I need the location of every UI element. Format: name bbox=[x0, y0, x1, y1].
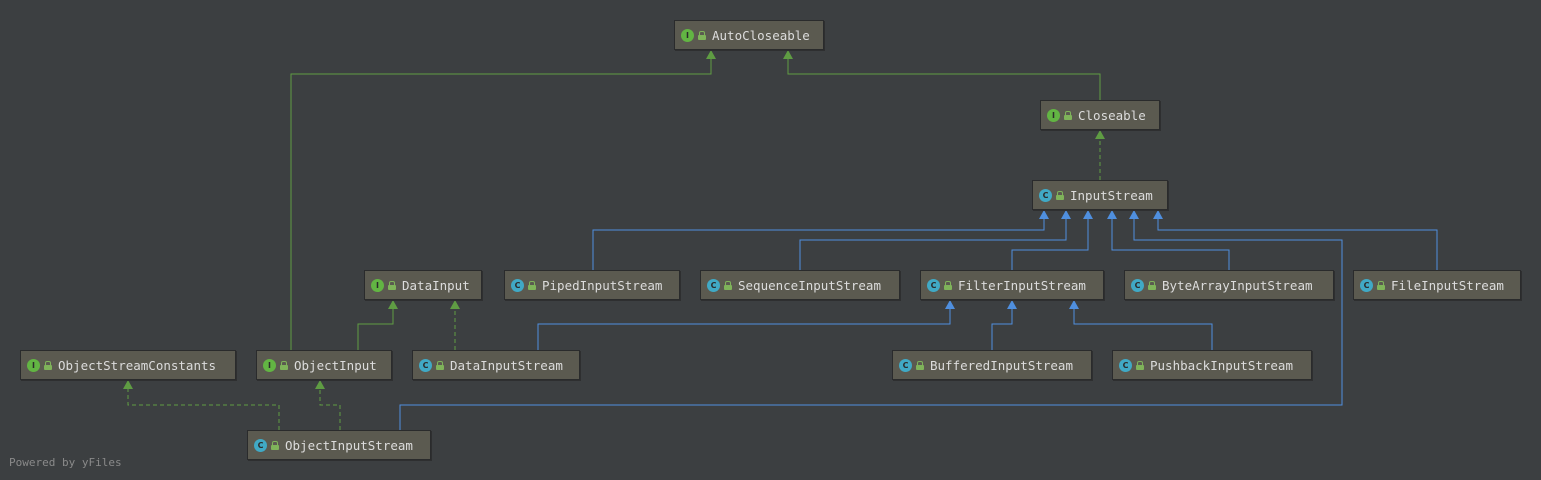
node-datainput[interactable]: I DataInput bbox=[364, 270, 482, 300]
edge-objectinputstream-objectstreamconstants-arrowhead bbox=[123, 380, 133, 389]
class-icon: C bbox=[419, 358, 432, 372]
class-icon: C bbox=[1360, 278, 1373, 292]
node-bufferedinputstream[interactable]: C BufferedInputStream bbox=[892, 350, 1092, 380]
node-bytearrayinputstream[interactable]: C ByteArrayInputStream bbox=[1124, 270, 1334, 300]
class-icon: C bbox=[707, 278, 720, 292]
abstract-class-icon: C bbox=[1039, 188, 1052, 202]
class-icon: C bbox=[927, 278, 940, 292]
node-label: PushbackInputStream bbox=[1150, 357, 1293, 373]
lock-icon bbox=[44, 360, 52, 370]
node-label: DataInput bbox=[402, 277, 470, 293]
edge-fileinputstream-inputstream bbox=[1157, 219, 1438, 270]
powered-by-footer: Powered by yFiles bbox=[9, 456, 122, 469]
node-datainputstream[interactable]: C DataInputStream bbox=[412, 350, 580, 380]
lock-icon bbox=[436, 360, 444, 370]
lock-icon bbox=[916, 360, 924, 370]
edge-sequenceinputstream-inputstream bbox=[799, 219, 1067, 270]
node-inputstream[interactable]: C InputStream bbox=[1032, 180, 1168, 210]
edge-pipedinputstream-inputstream bbox=[592, 219, 1045, 270]
interface-icon: I bbox=[1047, 108, 1060, 122]
class-icon: C bbox=[511, 278, 524, 292]
edge-bufferedinputstream-filterinputstream-arrowhead bbox=[1007, 300, 1017, 309]
edge-objectinputstream-inputstream bbox=[399, 219, 1343, 430]
edge-objectinput-autocloseable-arrowhead bbox=[706, 50, 716, 59]
edge-objectinputstream-objectstreamconstants bbox=[127, 389, 280, 430]
node-pipedinputstream[interactable]: C PipedInputStream bbox=[504, 270, 680, 300]
edge-datainputstream-datainput-arrowhead bbox=[450, 300, 460, 309]
node-label: ByteArrayInputStream bbox=[1162, 277, 1313, 293]
edge-filterinputstream-inputstream-arrowhead bbox=[1083, 210, 1093, 219]
node-filterinputstream[interactable]: C FilterInputStream bbox=[920, 270, 1104, 300]
lock-icon bbox=[724, 280, 732, 290]
edge-closeable-autocloseable bbox=[787, 59, 1101, 100]
edge-objectinput-autocloseable bbox=[290, 59, 712, 350]
lock-icon bbox=[944, 280, 952, 290]
edge-objectinputstream-objectinput bbox=[319, 389, 341, 430]
node-label: ObjectInput bbox=[294, 357, 377, 373]
edge-pushbackinputstream-filterinputstream bbox=[1073, 309, 1213, 350]
edge-inputstream-closeable-arrowhead bbox=[1095, 130, 1105, 139]
edge-bufferedinputstream-filterinputstream bbox=[991, 309, 1013, 350]
edge-datainputstream-filterinputstream-arrowhead bbox=[945, 300, 955, 309]
lock-icon bbox=[528, 280, 536, 290]
node-label: PipedInputStream bbox=[542, 277, 663, 293]
node-fileinputstream[interactable]: C FileInputStream bbox=[1353, 270, 1521, 300]
edge-pipedinputstream-inputstream-arrowhead bbox=[1039, 210, 1049, 219]
node-label: Closeable bbox=[1078, 107, 1146, 123]
edge-bytearrayinputstream-inputstream bbox=[1111, 219, 1230, 270]
node-objectinputstream[interactable]: C ObjectInputStream bbox=[247, 430, 431, 460]
edge-objectinputstream-inputstream-arrowhead bbox=[1129, 210, 1139, 219]
node-objectinput[interactable]: I ObjectInput bbox=[256, 350, 392, 380]
class-icon: C bbox=[899, 358, 912, 372]
lock-icon bbox=[1136, 360, 1144, 370]
node-pushbackinputstream[interactable]: C PushbackInputStream bbox=[1112, 350, 1312, 380]
node-closeable[interactable]: I Closeable bbox=[1040, 100, 1160, 130]
class-icon: C bbox=[254, 438, 267, 452]
lock-icon bbox=[698, 30, 706, 40]
edge-objectinputstream-objectinput-arrowhead bbox=[315, 380, 325, 389]
edge-pushbackinputstream-filterinputstream-arrowhead bbox=[1069, 300, 1079, 309]
node-label: ObjectStreamConstants bbox=[58, 357, 217, 373]
lock-icon bbox=[1064, 110, 1072, 120]
node-label: SequenceInputStream bbox=[738, 277, 881, 293]
node-objectstreamconstants[interactable]: I ObjectStreamConstants bbox=[20, 350, 236, 380]
node-label: FileInputStream bbox=[1391, 277, 1504, 293]
lock-icon bbox=[271, 440, 279, 450]
edge-bytearrayinputstream-inputstream-arrowhead bbox=[1107, 210, 1117, 219]
node-sequenceinputstream[interactable]: C SequenceInputStream bbox=[700, 270, 900, 300]
interface-icon: I bbox=[681, 28, 694, 42]
edge-filterinputstream-inputstream bbox=[1011, 219, 1089, 270]
lock-icon bbox=[1377, 280, 1385, 290]
lock-icon bbox=[280, 360, 288, 370]
edge-closeable-autocloseable-arrowhead bbox=[783, 50, 793, 59]
lock-icon bbox=[388, 280, 396, 290]
interface-icon: I bbox=[371, 278, 384, 292]
edge-fileinputstream-inputstream-arrowhead bbox=[1153, 210, 1163, 219]
class-icon: C bbox=[1119, 358, 1132, 372]
interface-icon: I bbox=[27, 358, 40, 372]
node-label: AutoCloseable bbox=[712, 27, 810, 43]
lock-icon bbox=[1148, 280, 1156, 290]
node-label: InputStream bbox=[1070, 187, 1153, 203]
edge-sequenceinputstream-inputstream-arrowhead bbox=[1061, 210, 1071, 219]
class-icon: C bbox=[1131, 278, 1144, 292]
edge-objectinput-datainput-arrowhead bbox=[388, 300, 398, 309]
node-label: BufferedInputStream bbox=[930, 357, 1073, 373]
node-label: FilterInputStream bbox=[958, 277, 1086, 293]
edge-datainputstream-filterinputstream bbox=[537, 309, 951, 350]
edge-objectinput-datainput bbox=[357, 309, 394, 350]
lock-icon bbox=[1056, 190, 1064, 200]
node-label: DataInputStream bbox=[450, 357, 563, 373]
node-label: ObjectInputStream bbox=[285, 437, 413, 453]
node-autocloseable[interactable]: I AutoCloseable bbox=[674, 20, 824, 50]
interface-icon: I bbox=[263, 358, 276, 372]
